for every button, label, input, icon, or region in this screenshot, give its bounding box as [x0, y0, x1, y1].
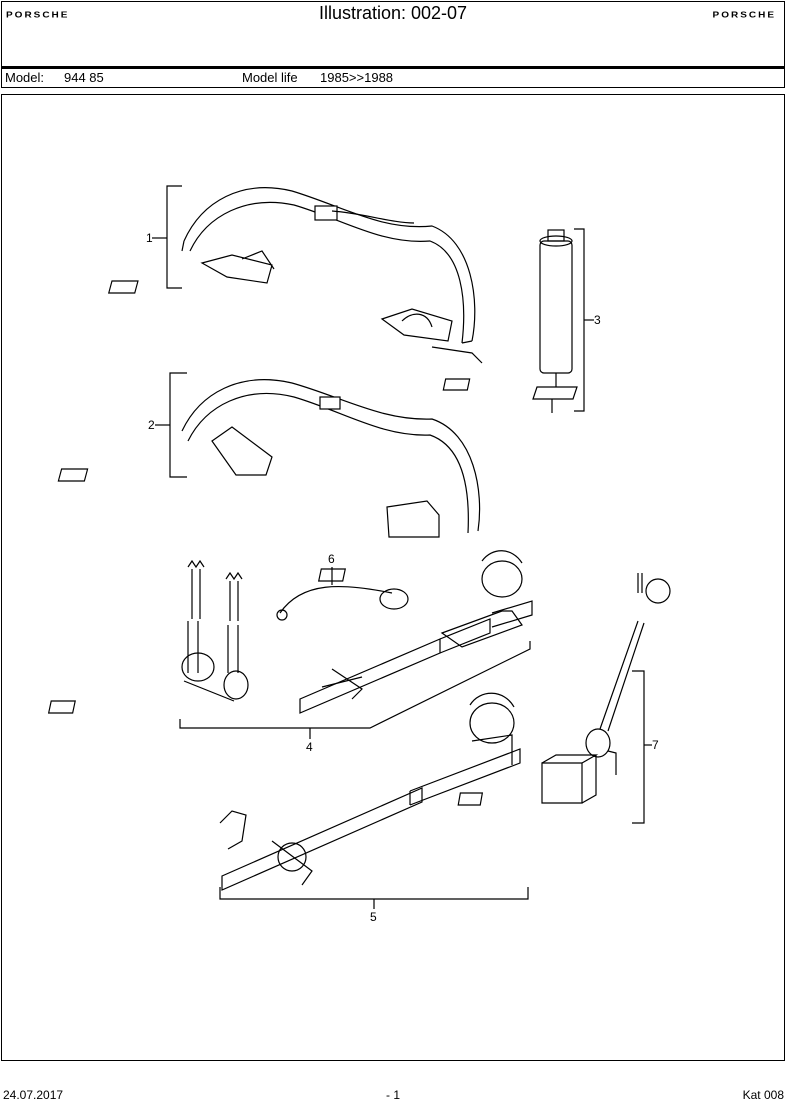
bracket-4: [179, 641, 531, 729]
callout-6: 6: [328, 552, 335, 566]
illustration-title: Illustration: 002-07: [318, 3, 468, 23]
print-date: 24.07.2017: [3, 1088, 64, 1102]
exploded-view-drawing: 1 2 3 4 5 6 7: [47, 185, 671, 924]
callout-7: 7: [652, 738, 659, 752]
page-number: - 1: [386, 1088, 401, 1102]
model-life-value: 1985>>1988: [320, 70, 394, 85]
callout-1: 1: [146, 231, 153, 245]
callout-5: 5: [370, 910, 377, 924]
model-value: 944 85: [64, 70, 104, 85]
part-1-strap: [107, 187, 483, 391]
callout-4: 4: [306, 740, 313, 754]
part-3-column: [532, 229, 578, 413]
bracket-1: [166, 185, 182, 289]
parts-illustration: 1 2 3 4 5 6 7: [1, 94, 785, 1061]
part-5-rail: [219, 692, 521, 891]
brand-logo-left: PORSCHE: [6, 11, 70, 20]
bracket-5: [219, 887, 529, 900]
model-life-label: Model life: [242, 70, 298, 85]
bracket-7: [632, 670, 645, 824]
model-label: Model:: [5, 70, 45, 85]
part-2-strap: [57, 379, 481, 582]
page-header: PORSCHE Illustration: 002-07 PORSCHE: [1, 1, 785, 67]
brand-logo-right: PORSCHE: [712, 11, 776, 20]
part-7-arm: [457, 573, 671, 806]
part-4-rail: [47, 550, 533, 714]
part-6-cable: [276, 567, 409, 621]
callout-2: 2: [148, 418, 155, 432]
bracket-3: [574, 228, 585, 412]
catalog-number: Kat 008: [742, 1088, 784, 1102]
callout-3: 3: [594, 313, 601, 327]
model-bar: Model: 944 85 Model life 1985>>1988: [1, 67, 785, 88]
